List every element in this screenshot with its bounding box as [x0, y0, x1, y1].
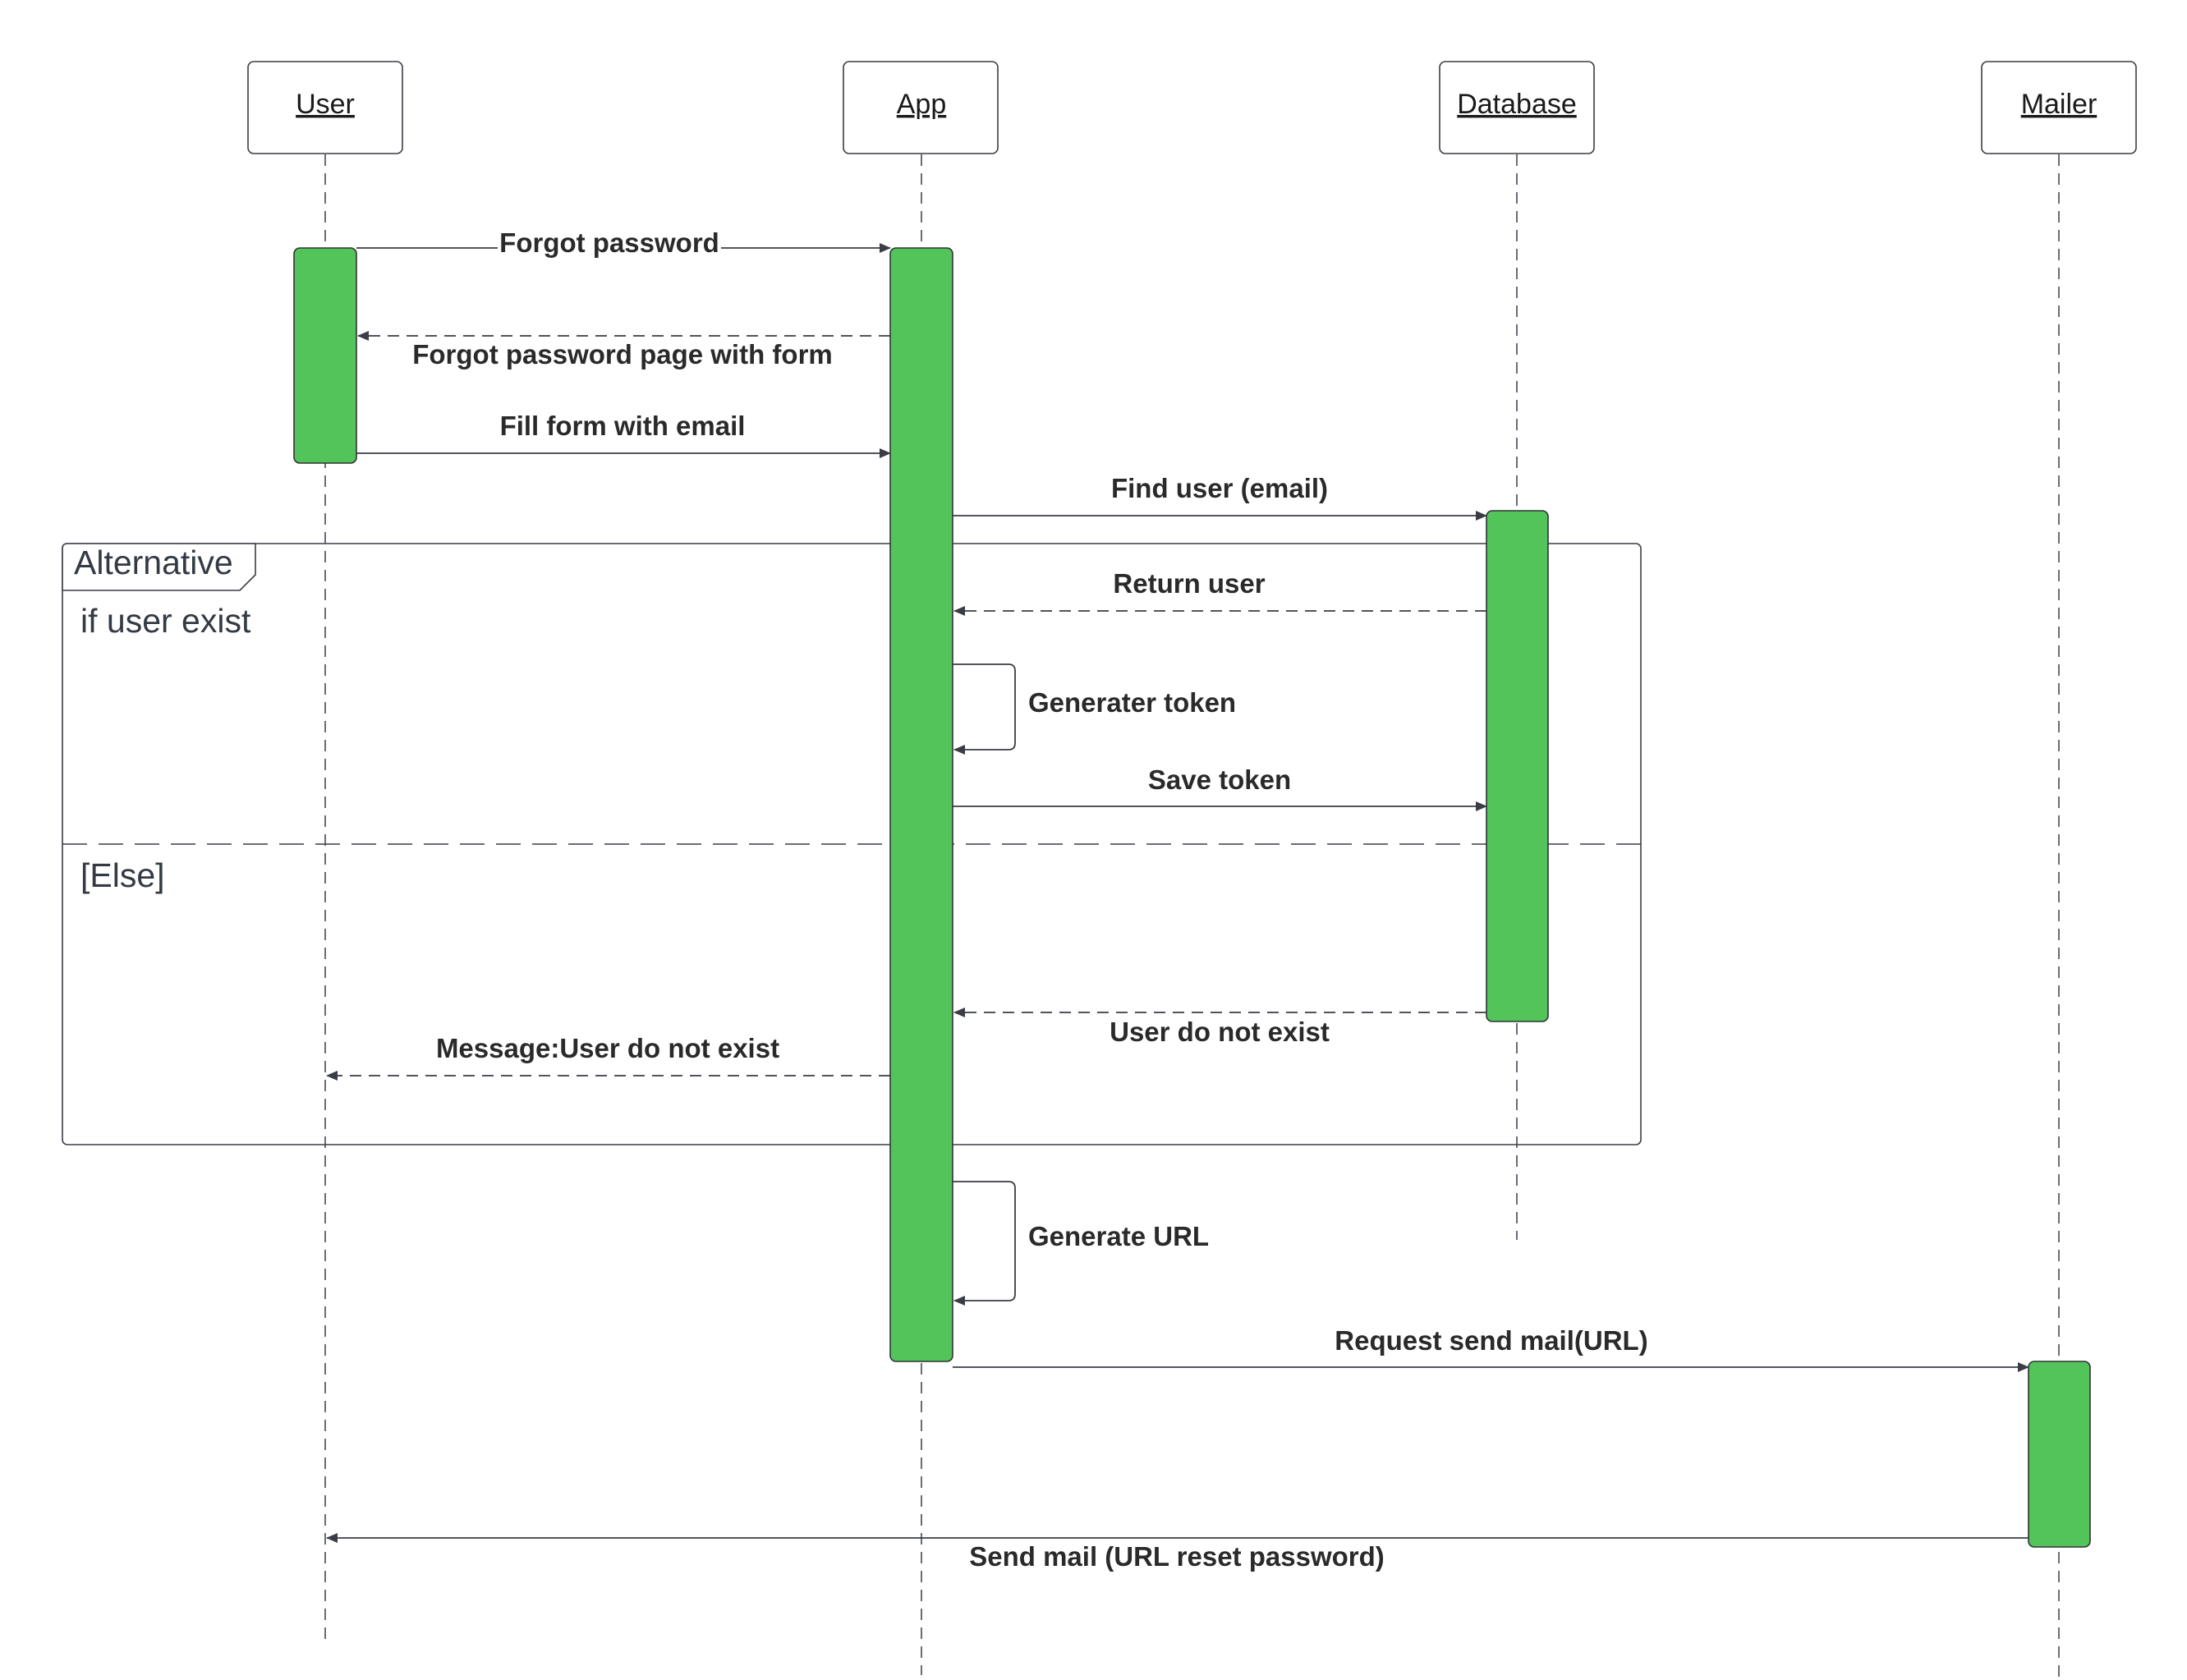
- message-generate-token-label: Generater token: [1028, 687, 1236, 718]
- message-request-send-mail: Request send mail(URL): [953, 1325, 2029, 1372]
- actor-app: App: [843, 61, 999, 154]
- message-forgot-password-page-label: Forgot password page with form: [412, 339, 833, 370]
- message-forgot-password-page: Forgot password page with form: [357, 331, 890, 370]
- alt-fragment-else-guard: [Else]: [80, 856, 165, 894]
- alt-fragment-guard: if user exist: [80, 602, 251, 640]
- message-message-not-exist: Message:User do not exist: [326, 1033, 890, 1081]
- activation-user: [293, 247, 357, 464]
- message-message-not-exist-label: Message:User do not exist: [436, 1033, 779, 1063]
- message-fill-form-label: Fill form with email: [500, 411, 746, 441]
- message-save-token: Save token: [953, 764, 1487, 811]
- message-find-user-label: Find user (email): [1111, 473, 1328, 503]
- message-generate-url-label: Generate URL: [1028, 1221, 1209, 1251]
- actor-mailer-label: Mailer: [2021, 89, 2097, 120]
- message-user-not-exist-label: User do not exist: [1110, 1017, 1330, 1047]
- message-send-mail-label: Send mail (URL reset password): [969, 1541, 1385, 1572]
- alt-fragment: Alternative if user exist [Else]: [62, 543, 1642, 1145]
- activation-database: [1486, 510, 1549, 1022]
- message-forgot-password-label: Forgot password: [499, 227, 719, 258]
- message-user-not-exist: User do not exist: [953, 1008, 1486, 1047]
- actor-mailer: Mailer: [1981, 61, 2137, 154]
- message-generate-url: Generate URL: [953, 1181, 1209, 1306]
- actor-app-label: App: [897, 89, 947, 120]
- actor-user-label: User: [296, 89, 355, 120]
- message-find-user: Find user (email): [953, 473, 1487, 521]
- message-save-token-label: Save token: [1148, 764, 1291, 795]
- message-generate-token: Generater token: [953, 663, 1236, 755]
- message-forgot-password: Forgot password: [356, 227, 891, 258]
- alt-fragment-title: Alternative: [74, 544, 233, 581]
- activation-app: [889, 247, 953, 1362]
- actor-database: Database: [1439, 61, 1595, 154]
- message-return-user-label: Return user: [1113, 568, 1265, 599]
- message-return-user: Return user: [953, 568, 1486, 616]
- actor-user: User: [247, 61, 403, 154]
- activation-mailer: [2028, 1361, 2091, 1548]
- message-send-mail: Send mail (URL reset password): [326, 1533, 2028, 1572]
- alt-fragment-tab: [62, 543, 256, 591]
- message-fill-form: Fill form with email: [356, 411, 891, 458]
- message-request-send-mail-label: Request send mail(URL): [1335, 1325, 1647, 1356]
- actor-database-label: Database: [1457, 89, 1577, 120]
